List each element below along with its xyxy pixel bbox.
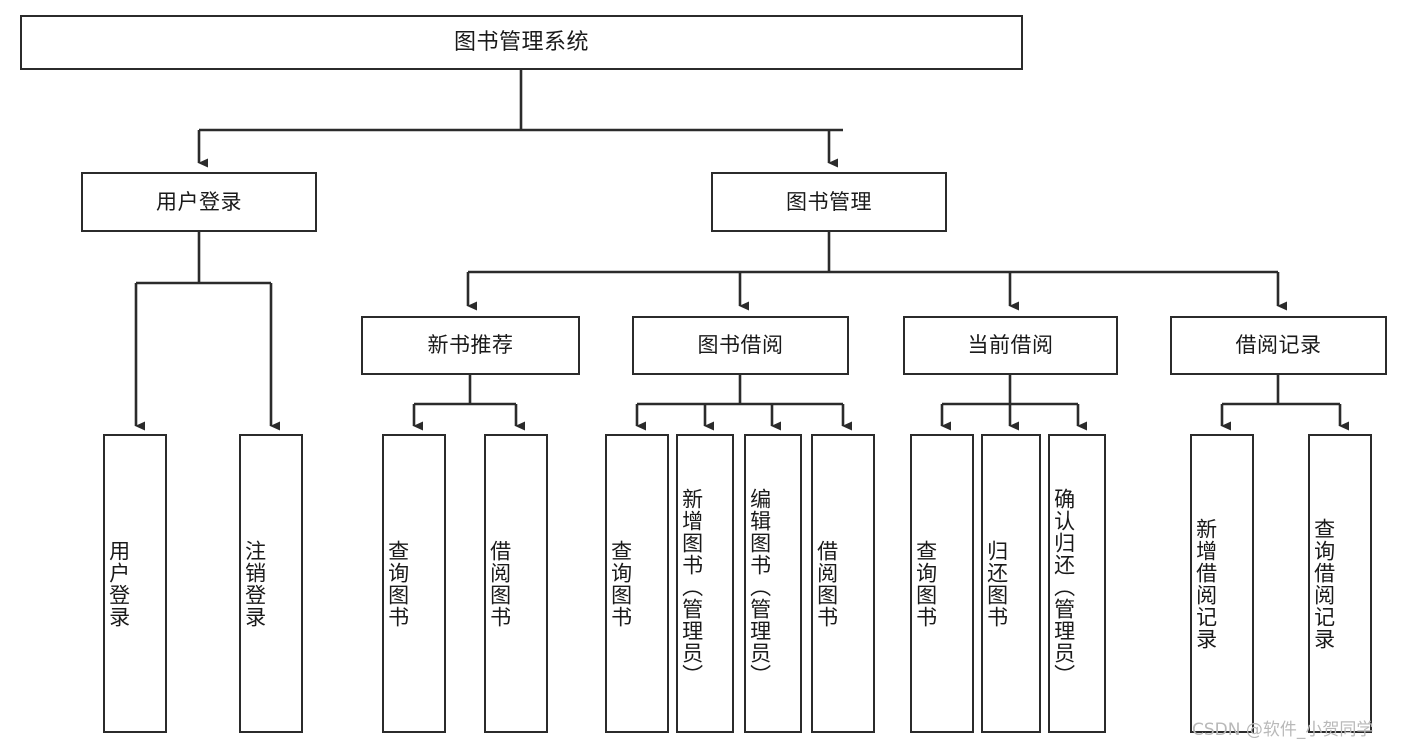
watermark-text: CSDN @软件_小贺同学 bbox=[1192, 720, 1374, 740]
leaf-return-book[interactable]: 归还图书 bbox=[981, 434, 1041, 733]
leaf-add-book-admin[interactable]: 新增图书（管理员） bbox=[676, 434, 734, 733]
node-label: 借阅记录 bbox=[1235, 333, 1322, 358]
node-label: 新增借阅记录 bbox=[1193, 517, 1218, 650]
node-label: 编辑图书（管理员） bbox=[747, 487, 772, 686]
node-book-borrow[interactable]: 图书借阅 bbox=[632, 316, 849, 375]
node-label: 归还图书 bbox=[984, 539, 1009, 628]
leaf-add-borrow-record[interactable]: 新增借阅记录 bbox=[1190, 434, 1254, 733]
leaf-borrow-book-recommend[interactable]: 借阅图书 bbox=[484, 434, 548, 733]
leaf-edit-book-admin[interactable]: 编辑图书（管理员） bbox=[744, 434, 802, 733]
node-label: 借阅图书 bbox=[487, 539, 512, 628]
leaf-confirm-return-admin[interactable]: 确认归还（管理员） bbox=[1048, 434, 1106, 733]
node-label: 当前借阅 bbox=[967, 333, 1054, 358]
node-label: 图书借阅 bbox=[697, 333, 784, 358]
leaf-query-book-borrow[interactable]: 查询图书 bbox=[605, 434, 669, 733]
leaf-borrow-book-borrow[interactable]: 借阅图书 bbox=[811, 434, 875, 733]
node-root-system[interactable]: 图书管理系统 bbox=[20, 15, 1023, 70]
node-label: 确认归还（管理员） bbox=[1051, 487, 1076, 686]
leaf-query-borrow-record[interactable]: 查询借阅记录 bbox=[1308, 434, 1372, 733]
node-label: 查询图书 bbox=[913, 539, 938, 628]
node-label: 借阅图书 bbox=[814, 539, 839, 628]
node-label: 查询图书 bbox=[608, 539, 633, 628]
node-label: 新增图书（管理员） bbox=[679, 487, 704, 686]
node-label: 图书管理系统 bbox=[453, 29, 589, 55]
node-label: 用户登录 bbox=[106, 539, 131, 628]
leaf-query-book-recommend[interactable]: 查询图书 bbox=[382, 434, 446, 733]
node-label: 注销登录 bbox=[242, 539, 267, 628]
leaf-query-book-current[interactable]: 查询图书 bbox=[910, 434, 974, 733]
leaf-user-login[interactable]: 用户登录 bbox=[103, 434, 167, 733]
node-borrow-record[interactable]: 借阅记录 bbox=[1170, 316, 1387, 375]
node-label: 图书管理 bbox=[786, 189, 872, 214]
node-label: 查询借阅记录 bbox=[1311, 517, 1336, 650]
node-label: 用户登录 bbox=[156, 189, 242, 214]
node-label: 查询图书 bbox=[385, 539, 410, 628]
node-label: 新书推荐 bbox=[427, 333, 514, 358]
node-user-login[interactable]: 用户登录 bbox=[81, 172, 317, 232]
node-current-borrow[interactable]: 当前借阅 bbox=[903, 316, 1118, 375]
node-book-manage[interactable]: 图书管理 bbox=[711, 172, 947, 232]
leaf-logout-login[interactable]: 注销登录 bbox=[239, 434, 303, 733]
node-new-book-recommend[interactable]: 新书推荐 bbox=[361, 316, 580, 375]
